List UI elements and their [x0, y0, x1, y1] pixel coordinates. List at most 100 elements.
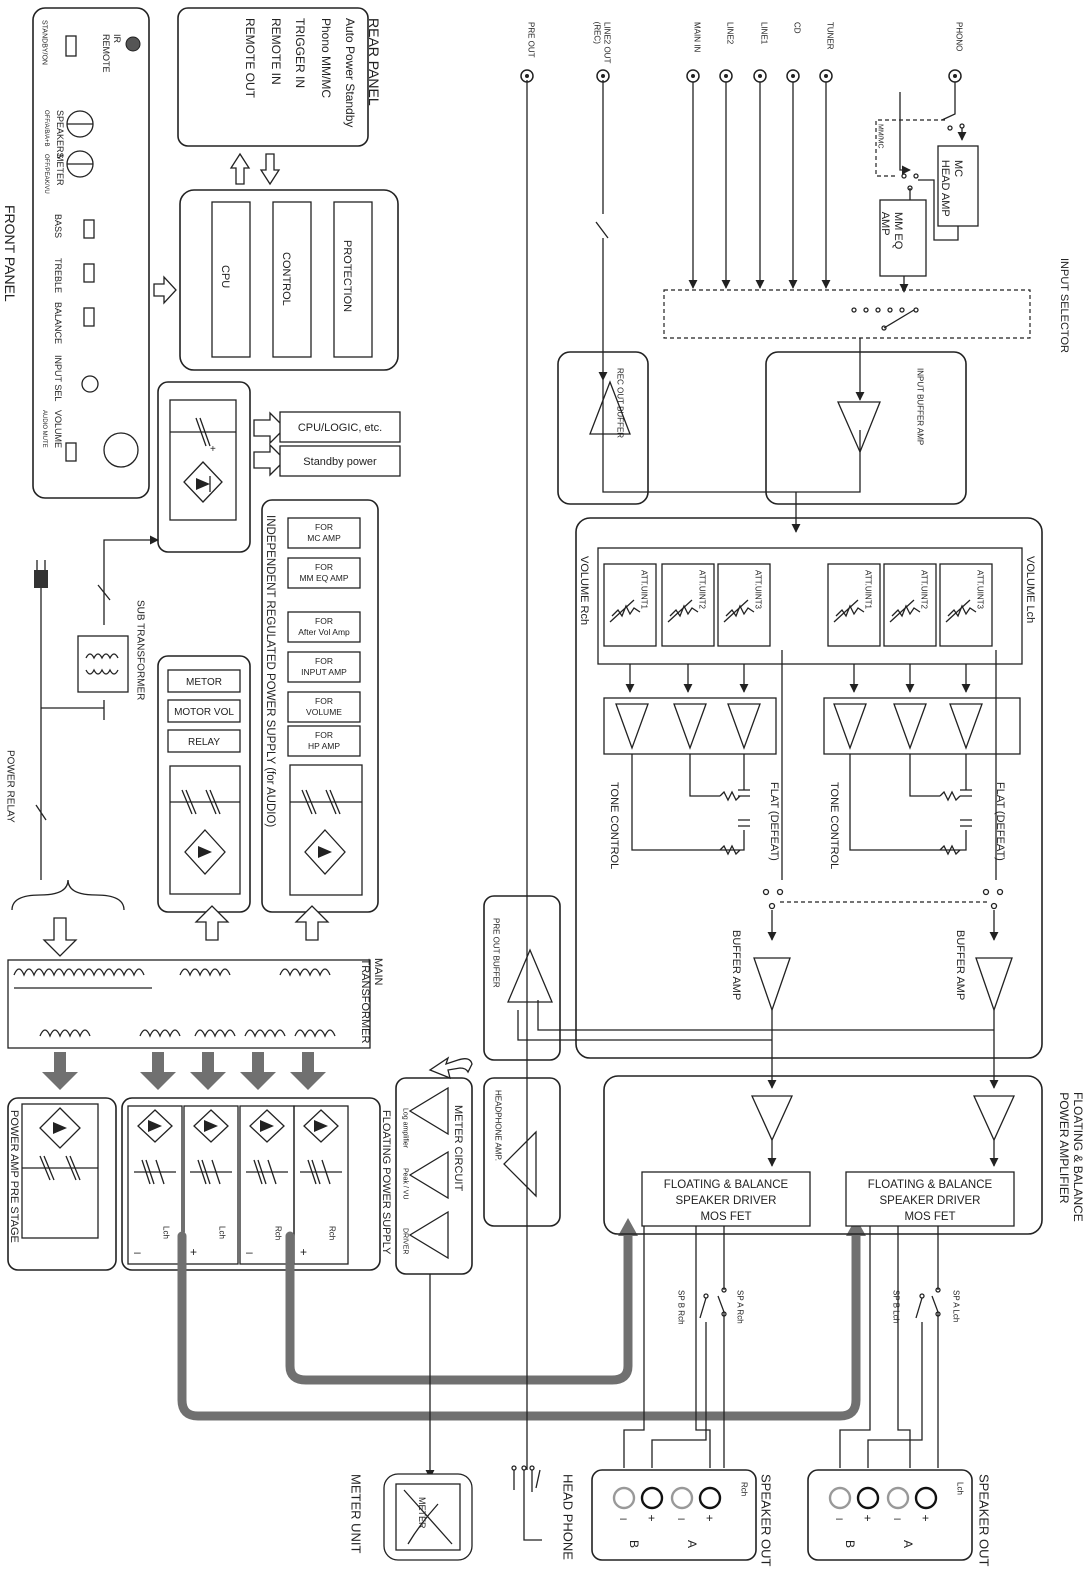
- indep-supply-item-box: [287, 725, 361, 757]
- tone-amp-icon: [727, 703, 761, 750]
- sp-b-lch-label: SP B Lch: [892, 1290, 901, 1323]
- speaker-terminal-icon: [640, 1486, 664, 1510]
- fps-cell: [183, 1105, 239, 1265]
- input-sel-knob-icon: [81, 375, 99, 393]
- pre-out-buffer-label: PRE OUT BUFFER: [492, 918, 501, 988]
- input-buffer-amp: INPUT BUFFER AMP: [765, 338, 967, 533]
- fps-cell-channel: Lch: [218, 1226, 227, 1239]
- power-input: SUB TRANSFORMER POWER RELAY: [5, 535, 159, 911]
- rear-panel-item: REMOTE OUT: [243, 18, 257, 99]
- meter-circuit-title: METER CIRCUIT: [452, 1105, 464, 1191]
- floating-power-supply: –Lch+Lch–Rch+Rch FLOATING POWER SUPPLY: [121, 1097, 392, 1271]
- speaker-terminal-sign: +: [706, 1511, 713, 1525]
- indep-supply-item-box: [287, 651, 361, 683]
- headphone-amp: HEADPHONE AMP.: [483, 1077, 561, 1227]
- speaker-terminal-sign: +: [864, 1511, 871, 1525]
- input-buffer-amp-label: INPUT BUFFER AMP: [916, 368, 925, 445]
- speaker-terminal-sign: –: [894, 1511, 901, 1525]
- indep-supply-item-label: FOR: [315, 696, 333, 706]
- sub-transformer-label: SUB TRANSFORMER: [135, 600, 146, 700]
- mm-eq-amp-label: MM EQAMP: [879, 212, 904, 250]
- meter-sub-label: OFF/PEAK/VU: [43, 154, 49, 194]
- cpu-logic-box: [279, 411, 401, 443]
- balance-label: BALANCE: [53, 302, 63, 344]
- bass-label: BASS: [53, 214, 63, 238]
- tone-amp-icon: [673, 703, 707, 750]
- volume-lch-label: VOLUME Lch: [1024, 556, 1036, 623]
- balance-slider-icon: [83, 307, 95, 327]
- speaker-terminal-icon: [828, 1486, 852, 1510]
- indep-supply-item-label: FOR: [315, 616, 333, 626]
- speakers-sub-label: OFF/A/B/A+B: [43, 110, 49, 147]
- input-selector-label: INPUT SELECTOR: [1058, 258, 1070, 353]
- indep-supply-item-box: [287, 557, 361, 589]
- input-selector: INPUT SELECTOR: [663, 258, 1070, 353]
- rear-panel-item: Phono MM/MC: [319, 18, 333, 98]
- floating-power-supply-title: FLOATING POWER SUPPLY: [380, 1110, 392, 1255]
- fps-cell: [293, 1105, 349, 1265]
- rec-out-buffer: REC OUT BUFFER: [557, 351, 649, 505]
- speaker-driver-label: MOS FET: [904, 1211, 955, 1223]
- front-panel: IRREMOTE STANDBY/ON SPEAKERS OFF/A/B/A+B…: [2, 7, 150, 499]
- meter-unit-label: METER UNIT: [349, 1474, 364, 1554]
- speaker-terminal-icon: [612, 1486, 636, 1510]
- sub-transformer-box: [77, 635, 129, 693]
- speaker-out-lch-label: SPEAKER OUT: [977, 1474, 992, 1567]
- power-amplifier-title: FLOATING & BALANCEPOWER AMPLIFIER: [1057, 1092, 1085, 1222]
- headphone-jack: HEAD PHONE: [511, 1465, 576, 1560]
- tone-amp-icon: [949, 703, 983, 750]
- speaker-terminal-icon: [670, 1486, 694, 1510]
- speaker-terminal-icon: [698, 1486, 722, 1510]
- tone-amp-icon: [893, 703, 927, 750]
- speaker-terminal-sign: +: [922, 1511, 929, 1525]
- treble-label: TREBLE: [53, 258, 63, 293]
- tone-amp-icon: [615, 703, 649, 750]
- rch-supply-line: [177, 1227, 861, 1421]
- front-to-cpu-arrow-icon: [153, 275, 177, 305]
- power-plug-icon: [34, 570, 48, 588]
- buffer-amp-rch-label: BUFFER AMP: [730, 930, 742, 1000]
- flat-defeat-lch-label: FLAT (DEFEAT): [994, 782, 1006, 861]
- att-unit-label: ATT.UINT1: [640, 570, 649, 610]
- ir-remote-label: IRREMOTE: [101, 34, 122, 73]
- pre-out-jack-label: PRE OUT: [527, 22, 536, 58]
- indep-supply-item-box: [287, 611, 361, 643]
- speaker-wiring: SP A Rch SP B Rch SP A Lch SP B Lch: [623, 1226, 961, 1468]
- aux-supply-item-label: METOR: [186, 677, 222, 688]
- meter-unit: METER METER UNIT: [349, 1473, 473, 1561]
- control-box: [272, 201, 312, 358]
- indep-supply-item-label: FOR: [315, 562, 333, 572]
- speaker-terminal-sign: –: [620, 1511, 627, 1525]
- front-panel-title: FRONT PANEL: [2, 205, 18, 302]
- speaker-terminal-sign: –: [836, 1511, 843, 1525]
- line2-jack-label: LINE2: [726, 22, 735, 45]
- speaker-driver-label: SPEAKER DRIVER: [880, 1195, 981, 1207]
- sp-a-rch-label: SP A Rch: [736, 1290, 745, 1324]
- meter-unit-inner: METER: [417, 1497, 427, 1529]
- speaker-terminal-icon: [856, 1486, 880, 1510]
- att-unit-box: [603, 563, 657, 647]
- mm-mc-label: MM/MC: [877, 124, 884, 149]
- speaker-driver-rch-box: [641, 1171, 811, 1227]
- fps-cell: [127, 1105, 183, 1265]
- meter-label: METER: [55, 154, 65, 186]
- speaker-out-rch: +–+–AB Rch SPEAKER OUT: [591, 1469, 774, 1567]
- speaker-out-rch-label: SPEAKER OUT: [759, 1474, 774, 1567]
- indep-supply-item-label: MC AMP: [307, 533, 341, 543]
- speaker-group-label: A: [901, 1540, 915, 1548]
- volume-label: VOLUME: [53, 410, 63, 448]
- buffer-amp-lch-label: BUFFER AMP: [954, 930, 966, 1000]
- svg-text:+: +: [210, 444, 216, 455]
- bass-slider-icon: [83, 219, 95, 239]
- protection-box: [333, 201, 373, 358]
- fps-cell-sign: –: [134, 1245, 141, 1259]
- head-phone-label: HEAD PHONE: [561, 1474, 576, 1560]
- main-in-jack-label: MAIN IN: [693, 22, 702, 52]
- mm-eq-amp-box: [879, 199, 927, 277]
- fps-cell-channel: Lch: [162, 1226, 171, 1239]
- tone-control-rch-label: TONE CONTROL: [608, 782, 620, 869]
- standby-switch-icon: [65, 35, 77, 57]
